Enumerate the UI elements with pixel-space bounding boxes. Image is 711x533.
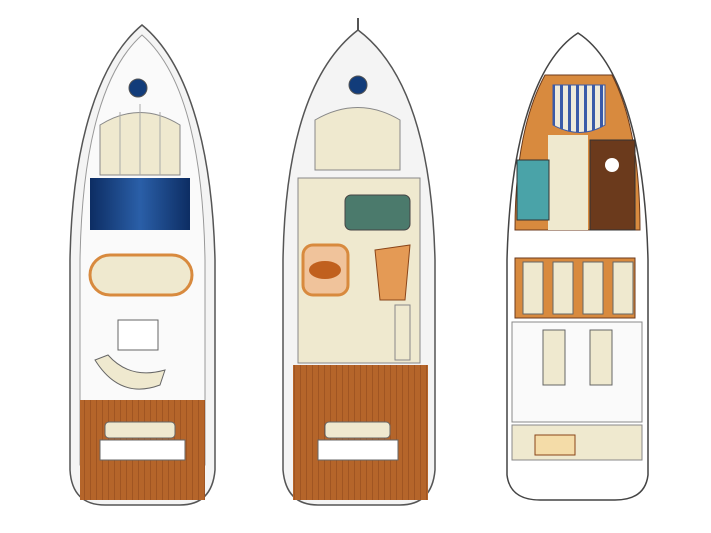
bunk [552,261,574,315]
aft-bench [104,421,176,439]
sink [605,158,619,172]
helm-station [374,244,411,301]
stairs [94,354,166,390]
hatch [128,78,148,98]
galley [344,194,411,231]
swim-platform [99,439,186,461]
crew-cabin [511,424,643,461]
flybridge-plan [69,24,216,506]
settee [394,304,411,361]
bimini-canvas [90,178,190,230]
console [117,319,159,351]
aft-bench [324,421,391,439]
lower-deck-plan [506,32,649,501]
dining-table [309,261,341,279]
hatch [348,75,368,95]
head-right [589,139,636,231]
windshield [314,107,401,171]
cabin-floor [548,135,588,230]
head-left [516,159,550,221]
bunk [522,261,544,315]
berth [552,84,606,133]
swim-platform [317,439,399,461]
windshield-divider [119,104,161,175]
engine [589,329,613,386]
engine-room [511,321,643,423]
main-deck-plan [282,18,436,506]
helm-seat [88,253,194,297]
engine [542,329,566,386]
bunk [582,261,604,315]
crew-berth [534,434,576,456]
bunk [612,261,634,315]
